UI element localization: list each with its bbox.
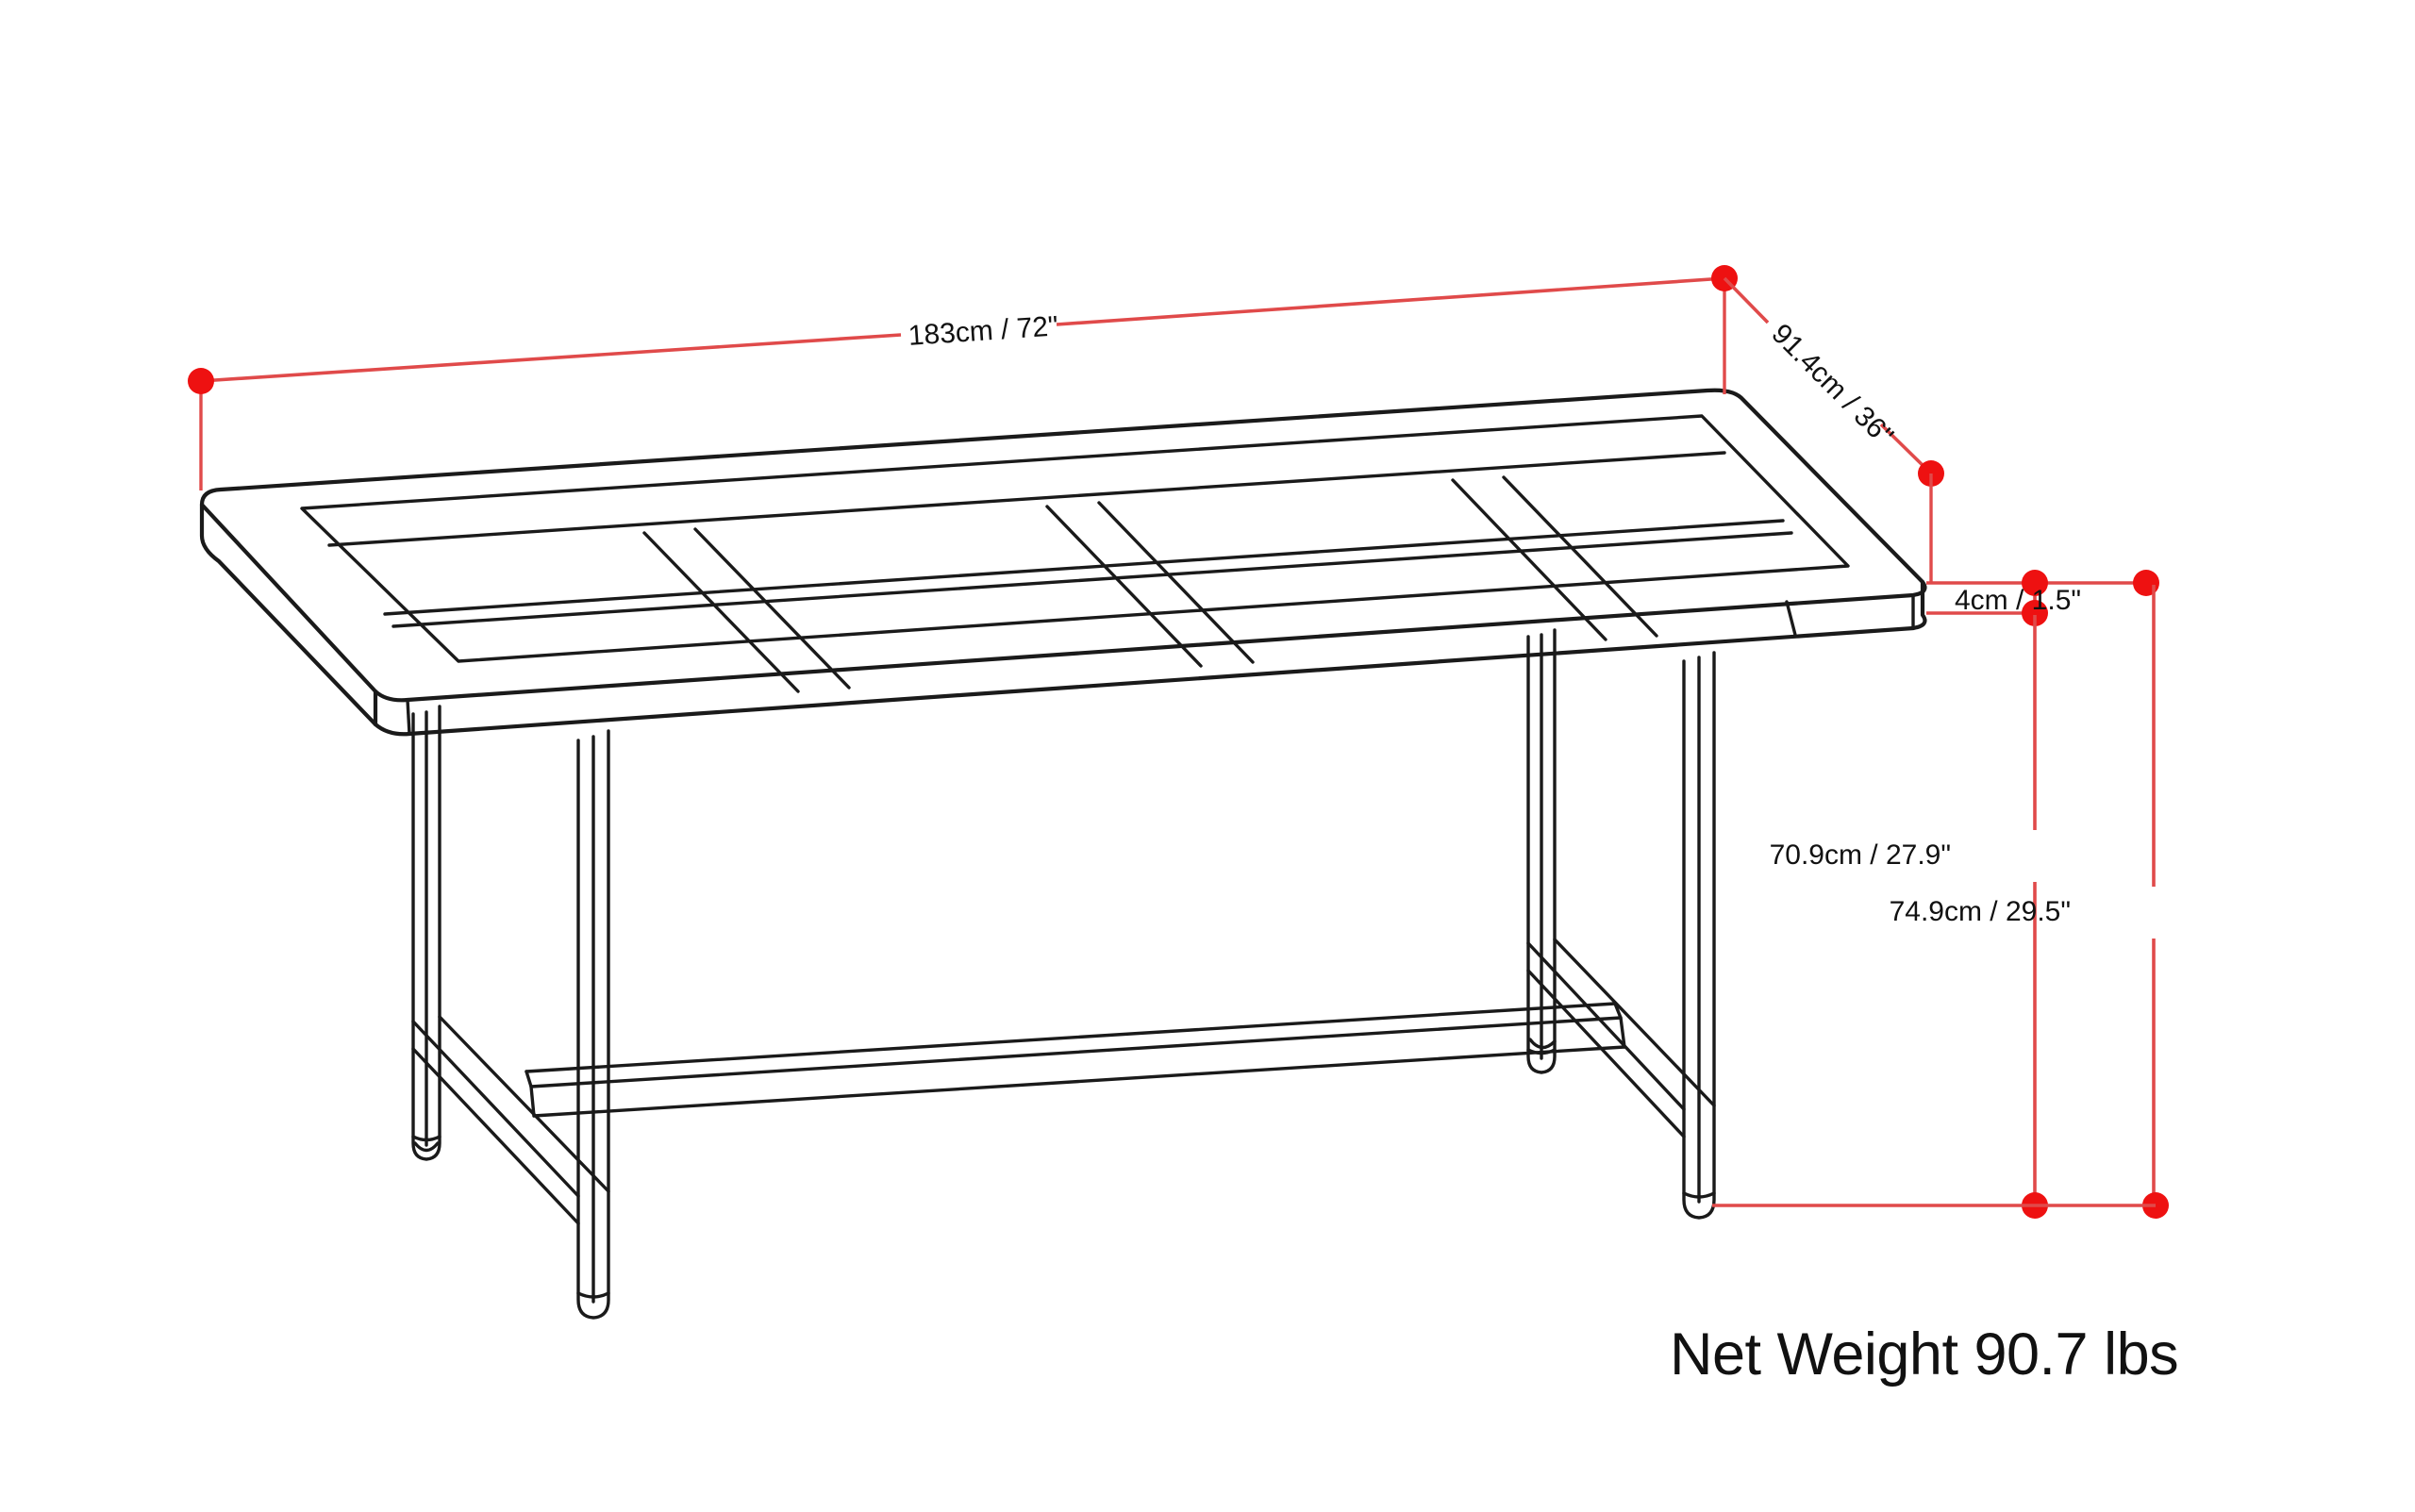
leg-left-front (576, 729, 610, 1320)
dimension-overall-height: 74.9cm / 29.5" (1890, 585, 2169, 1219)
tabletop-slab (199, 388, 1927, 737)
cross-slat-3-right (1502, 475, 1658, 638)
leg-left-rail-bottom (411, 1047, 580, 1225)
slat-line-upper-a (327, 451, 1726, 547)
tabletop-cross-slats (642, 475, 1658, 693)
width-dim-line-left (200, 333, 902, 383)
tabletop-edge-seam-right (1785, 600, 1797, 637)
stretcher-left-cap (525, 1070, 536, 1118)
leg-left-rail-top (411, 1020, 580, 1198)
width-dim-line-right (1056, 276, 1725, 326)
leg-left-front-foot (576, 1291, 610, 1299)
leg-right-rail (1526, 938, 1716, 1138)
stretcher-bottom-edge (532, 1045, 1626, 1118)
dimension-thickness: 4cm / 1.5" (1926, 570, 2159, 626)
tabletop-inner-frame (300, 414, 1850, 663)
foot-glide-left (413, 1141, 440, 1153)
foot-glide-left-shape (413, 1141, 440, 1153)
leg-right-rail-bottom (1526, 969, 1686, 1138)
depth-dim-line-upper (1723, 276, 1770, 324)
leg-left-back (411, 705, 441, 1161)
thickness-marker-bottom (2022, 600, 2048, 626)
leg-left-rail (411, 1015, 610, 1225)
slat-line-mid-a (383, 519, 1785, 616)
dimension-depth: 91.4cm / 36" (1723, 276, 1944, 583)
tabletop-inner-border (300, 414, 1850, 663)
stretcher-glide-foot (1528, 1038, 1557, 1050)
dimension-width: 183cm / 72" (188, 265, 1738, 490)
net-weight-label: Net Weight 90.7 lbs (1670, 1321, 2179, 1387)
overall-height-label: 74.9cm / 29.5" (1890, 896, 2071, 927)
cross-slat-2-left (1045, 505, 1203, 668)
leg-right-front-foot (1682, 1191, 1716, 1199)
width-marker-left (188, 368, 214, 394)
stretcher-right-cap (1613, 1002, 1626, 1049)
leg-right-rail-edge (1553, 938, 1716, 1107)
thickness-marker-top (2022, 570, 2048, 596)
tabletop-slat-lines (327, 451, 1793, 628)
thickness-label: 4cm / 1.5" (1955, 585, 2081, 616)
centre-stretcher (525, 1002, 1626, 1118)
cross-slat-1-right (693, 527, 851, 690)
cross-slat-2-right (1097, 501, 1255, 664)
leg-left-rail-edge (438, 1015, 610, 1193)
tabletop-edge-front (373, 579, 1927, 737)
depth-label: 91.4cm / 36" (1765, 318, 1899, 452)
leg-left-back-outline (411, 705, 441, 1161)
leg-right-rail-top (1526, 941, 1686, 1111)
leg-left-front-outline (576, 729, 610, 1320)
cross-slat-3-left (1451, 478, 1607, 641)
cross-slat-1-left (642, 531, 800, 693)
leg-left-back-foot (411, 1135, 441, 1142)
clearance-height-label: 70.9cm / 27.9" (1770, 839, 1951, 871)
width-label: 183cm / 72" (908, 310, 1059, 351)
tabletop-top-face (199, 388, 1927, 703)
leg-right-front (1682, 651, 1716, 1220)
tabletop-edge-bottom-line (406, 698, 411, 736)
tabletop-edge-front-left (199, 502, 378, 727)
table-illustration (199, 388, 1927, 1320)
stretcher-second-edge (529, 1016, 1623, 1088)
leg-right-back-outline (1526, 628, 1557, 1074)
slat-line-mid-b (391, 531, 1793, 628)
stretcher-top-edge (525, 1002, 1617, 1073)
